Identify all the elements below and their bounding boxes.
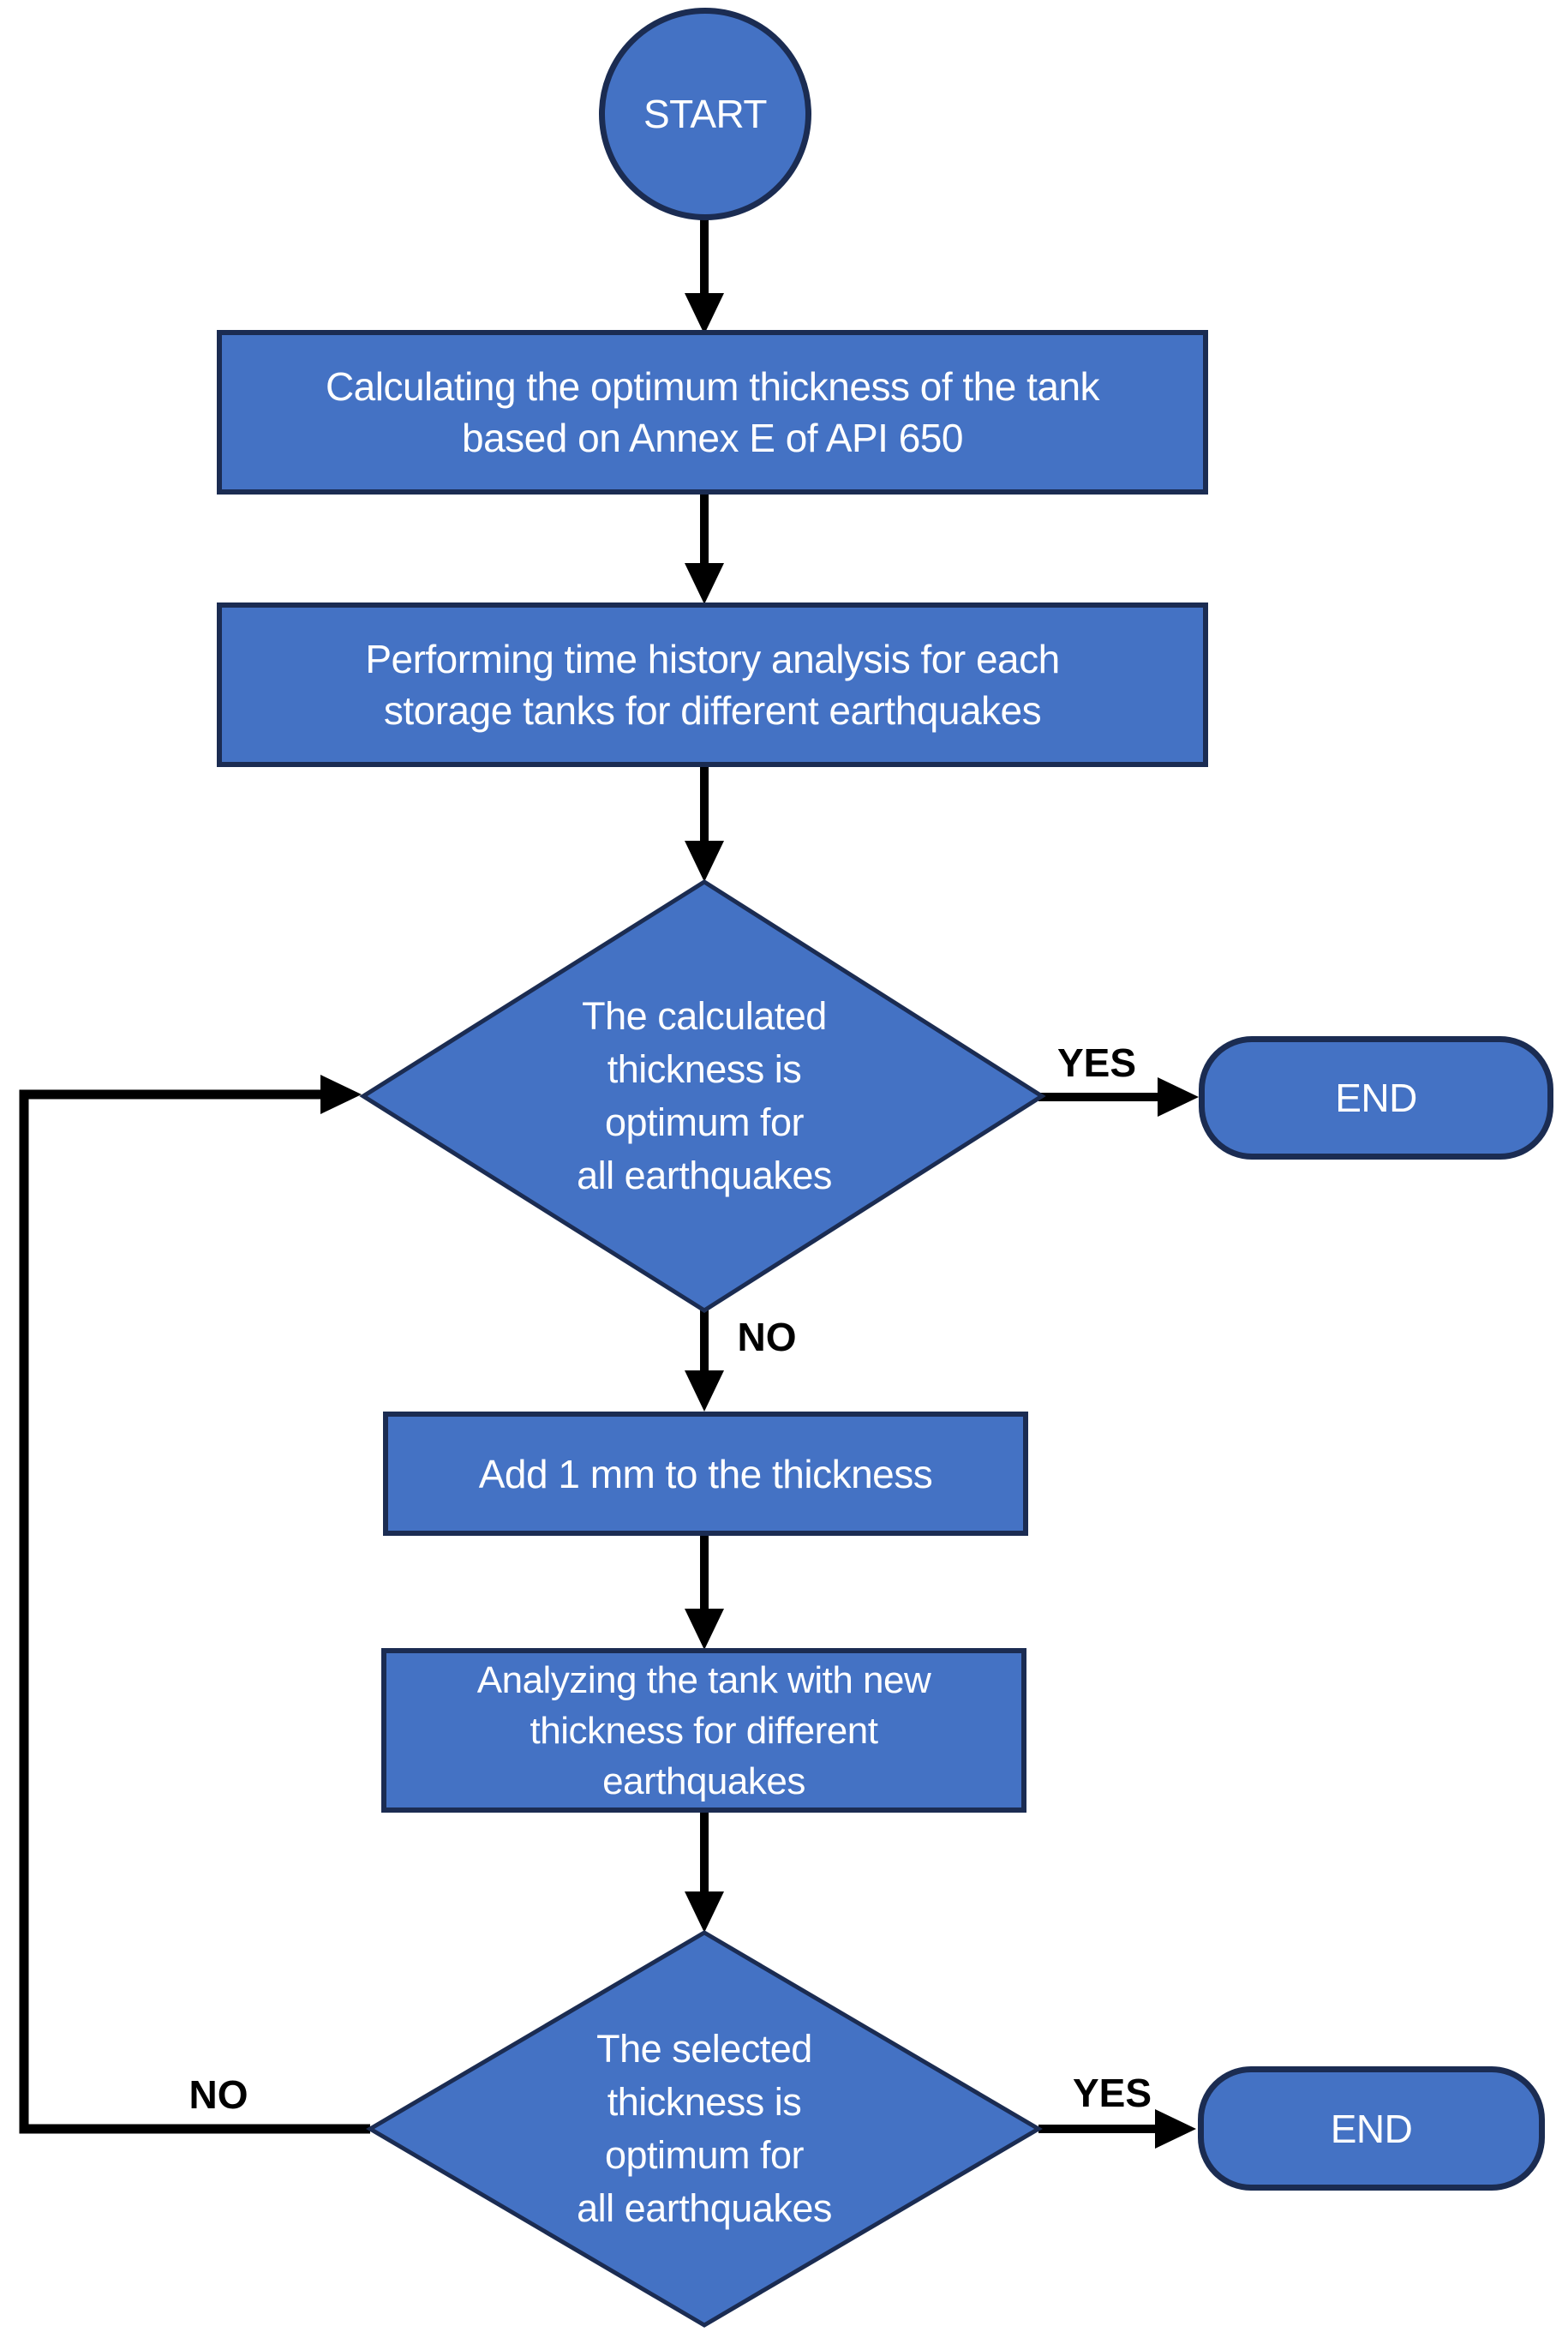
decision-calculated-text: The calculated thickness is optimum for … bbox=[524, 990, 884, 1202]
decision-calculated-line: The calculated bbox=[582, 994, 827, 1038]
arrow-no-top-head bbox=[685, 1370, 724, 1412]
arrow-yes-top-head bbox=[1158, 1077, 1199, 1117]
process-calc-thickness-line: Calculating the optimum thickness of the… bbox=[325, 364, 1100, 409]
arrow-no-loop-head bbox=[320, 1075, 362, 1114]
decision-calculated-line: all earthquakes bbox=[577, 1154, 832, 1197]
arrow-timehistory-to-decision1-head bbox=[685, 841, 724, 882]
branch-label-no-bottom: NO bbox=[189, 2072, 248, 2117]
process-add-1mm: Add 1 mm to the thickness bbox=[383, 1412, 1028, 1536]
arrow-analyze-to-decision2-head bbox=[685, 1891, 724, 1933]
decision-calculated-line: optimum for bbox=[604, 1100, 805, 1144]
process-calc-thickness-line: based on Annex E of API 650 bbox=[462, 416, 963, 460]
process-time-history-line: Performing time history analysis for eac… bbox=[365, 637, 1060, 681]
process-calc-thickness: Calculating the optimum thickness of the… bbox=[217, 330, 1208, 495]
arrow-yes-bottom-head bbox=[1155, 2109, 1196, 2149]
decision-selected-shape bbox=[366, 1930, 1043, 2328]
end-node-bottom: END bbox=[1198, 2066, 1545, 2191]
start-label: START bbox=[643, 92, 768, 136]
decision-selected-line: optimum for bbox=[604, 2133, 805, 2177]
arrow-add1mm-to-analyze-head bbox=[685, 1609, 724, 1650]
decision-selected-line: all earthquakes bbox=[577, 2186, 832, 2230]
process-time-history: Performing time history analysis for eac… bbox=[217, 602, 1208, 767]
branch-label-yes-bottom: YES bbox=[1072, 2071, 1152, 2115]
decision-selected-line: The selected bbox=[596, 2027, 812, 2071]
process-analyze-new: Analyzing the tank with new thickness fo… bbox=[381, 1648, 1026, 1813]
process-analyze-new-line: earthquakes bbox=[602, 1759, 805, 1802]
branch-label-no-top: NO bbox=[737, 1315, 797, 1359]
start-node: START bbox=[599, 8, 811, 220]
end-top-label: END bbox=[1335, 1076, 1417, 1120]
decision-calculated-line: thickness is bbox=[607, 1047, 802, 1091]
process-analyze-new-line: thickness for different bbox=[530, 1709, 878, 1752]
decision-calculated-shape bbox=[359, 879, 1046, 1313]
process-analyze-new-line: Analyzing the tank with new bbox=[476, 1658, 931, 1701]
branch-label-yes-top: YES bbox=[1056, 1040, 1137, 1085]
process-add-1mm-line: Add 1 mm to the thickness bbox=[478, 1451, 933, 1496]
decision-selected-text: The selected thickness is optimum for al… bbox=[524, 2023, 884, 2235]
arrow-calc-to-timehistory-head bbox=[685, 563, 724, 604]
end-bottom-label: END bbox=[1330, 2106, 1413, 2151]
end-node-top: END bbox=[1199, 1036, 1553, 1160]
process-time-history-line: storage tanks for different earthquakes bbox=[383, 688, 1042, 733]
decision-selected-line: thickness is bbox=[607, 2080, 802, 2124]
arrow-start-to-calc-head bbox=[685, 293, 724, 334]
arrow-no-loop-line bbox=[19, 1089, 370, 2134]
